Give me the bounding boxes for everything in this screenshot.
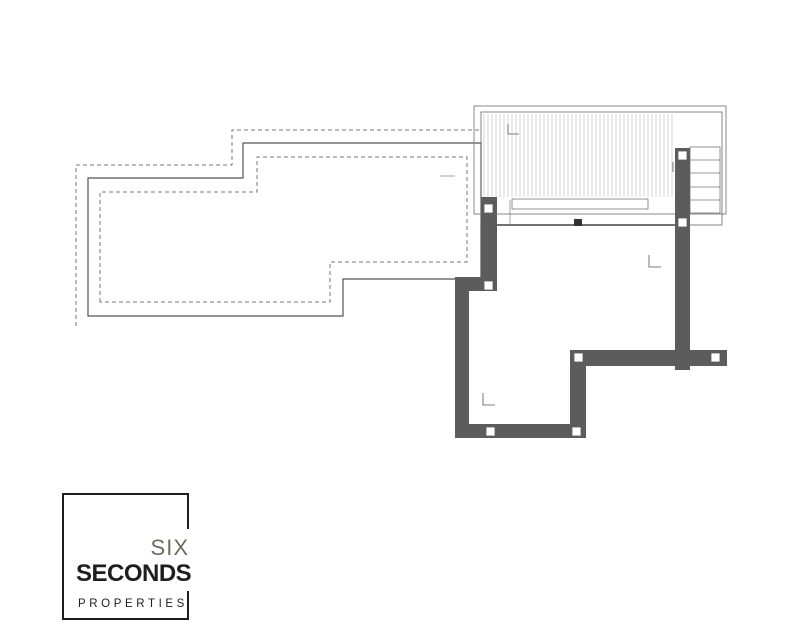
wall-step-horizontal [570,350,727,366]
wall-right-upper [675,148,690,370]
wall-step-vertical [570,350,586,438]
stairs [689,146,721,214]
column-dark [574,219,582,226]
logo-seconds: SECONDS [76,560,192,587]
pool-outline [75,129,480,326]
logo-six: SIX [150,535,189,560]
logo-frame [62,493,189,620]
pool-edge [87,142,482,317]
pool-outer-dashed [75,129,480,326]
wall-left [455,277,469,438]
terrace-hatching [483,114,673,197]
terrace [473,105,727,226]
logo-properties: PROPERTIES [78,598,188,610]
walls [455,148,727,438]
columns [483,150,721,437]
terrace-step [511,198,649,210]
company-logo: SIX SECONDS PROPERTIES [62,493,192,620]
terrace-outer [473,105,727,215]
wall-bottom [455,424,586,438]
level-markers [482,124,674,406]
wall-left-upper [481,197,497,291]
annotation-lines [440,175,511,224]
pool-inner-dashed [99,156,468,303]
